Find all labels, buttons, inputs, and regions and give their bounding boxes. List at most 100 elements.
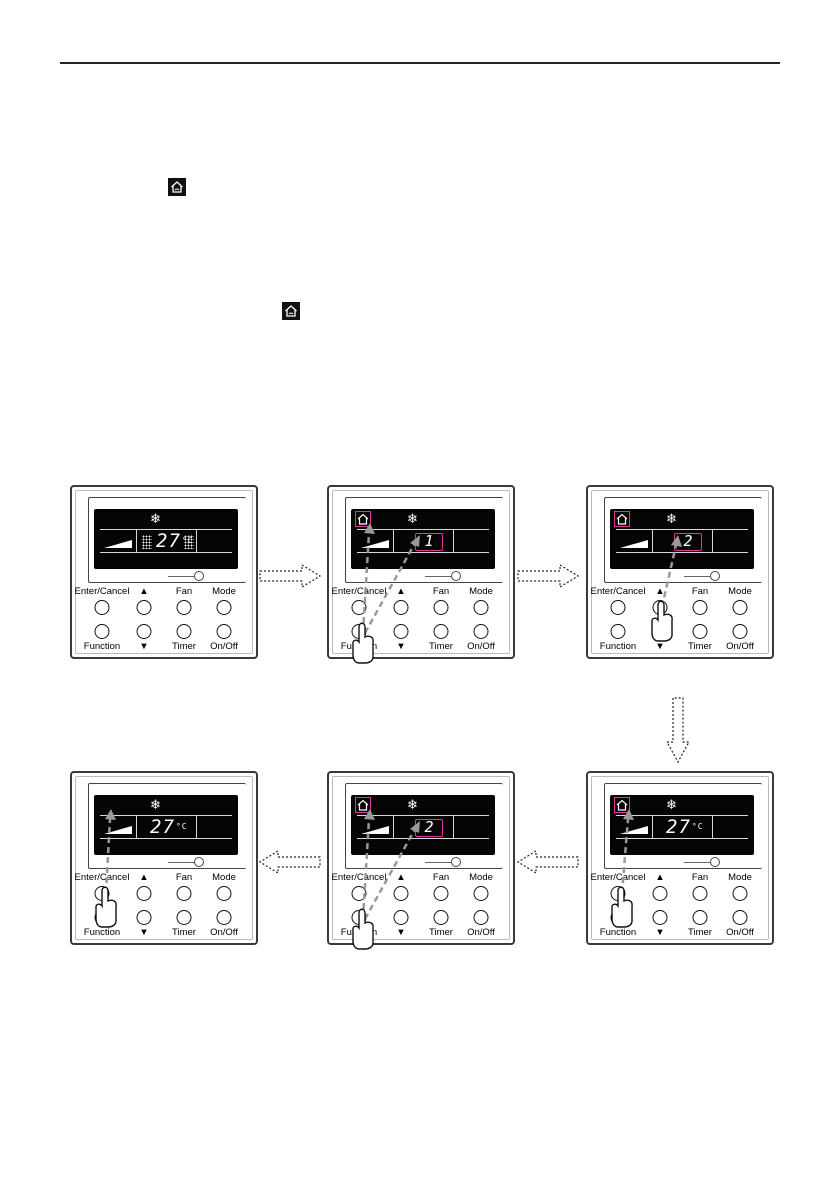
enter-cancel-button[interactable] (94, 600, 110, 615)
controller-panel-2: ❄ 1 Enter/Cancel ▲ Fan Mode Function ▼ T… (327, 485, 515, 664)
fan-speed-bars-icon (620, 826, 648, 834)
on-off-button[interactable] (732, 624, 748, 639)
mode-button[interactable] (732, 886, 748, 901)
fan-button[interactable] (692, 886, 708, 901)
mode-button[interactable] (216, 600, 232, 615)
status-led (451, 571, 461, 581)
enter-cancel-label: Enter/Cancel (590, 586, 646, 597)
up-label: ▲ (139, 872, 149, 883)
flow-arrow-left (516, 849, 579, 875)
enter-cancel-button[interactable] (351, 886, 367, 901)
fan-button[interactable] (692, 600, 708, 615)
enter-cancel-button[interactable] (610, 886, 626, 901)
fan-button[interactable] (433, 600, 449, 615)
down-button[interactable] (652, 624, 668, 639)
function-button[interactable] (351, 624, 367, 639)
lcd-screen: ❄ 2 (351, 795, 495, 855)
on-off-label: On/Off (210, 927, 238, 938)
function-label: Function (83, 927, 121, 938)
up-label: ▲ (396, 586, 406, 597)
down-button[interactable] (136, 910, 152, 925)
status-led (710, 857, 720, 867)
function-label: Function (599, 927, 637, 938)
enter-cancel-button[interactable] (610, 600, 626, 615)
mode-button[interactable] (473, 600, 489, 615)
timer-button[interactable] (692, 624, 708, 639)
function-button[interactable] (94, 910, 110, 925)
enter-cancel-button[interactable] (351, 600, 367, 615)
down-button[interactable] (393, 624, 409, 639)
timer-button[interactable] (433, 910, 449, 925)
status-led (710, 571, 720, 581)
up-button[interactable] (652, 600, 668, 615)
timer-label: Timer (172, 641, 196, 652)
fan-button[interactable] (433, 886, 449, 901)
down-button[interactable] (393, 910, 409, 925)
mode-button[interactable] (473, 886, 489, 901)
on-off-button[interactable] (473, 624, 489, 639)
on-off-button[interactable] (473, 910, 489, 925)
temperature-readout: 27°C (156, 530, 194, 552)
function-button[interactable] (610, 910, 626, 925)
fan-speed-bars-icon (361, 540, 389, 548)
mode-button[interactable] (732, 600, 748, 615)
fan-speed-bars-icon (104, 826, 132, 834)
timer-button[interactable] (176, 910, 192, 925)
on-off-button[interactable] (732, 910, 748, 925)
fan-button[interactable] (176, 600, 192, 615)
up-label: ▲ (655, 586, 665, 597)
function-button[interactable] (610, 624, 626, 639)
snowflake-icon: ❄ (150, 797, 161, 812)
enter-cancel-label: Enter/Cancel (74, 586, 130, 597)
lcd-screen: ❄ 27°C (94, 795, 238, 855)
controller-panel-1: ❄ 27°C Enter/Cancel ▲ Fan Mode Function … (70, 485, 258, 659)
function-button[interactable] (351, 910, 367, 925)
on-off-label: On/Off (210, 641, 238, 652)
fan-button[interactable] (176, 886, 192, 901)
timer-label: Timer (429, 641, 453, 652)
fan-speed-bars-icon (104, 540, 132, 548)
down-label: ▼ (139, 927, 149, 938)
enter-cancel-button[interactable] (94, 886, 110, 901)
mode-label: Mode (469, 586, 493, 597)
fresh-air-house-icon (614, 511, 630, 527)
up-button[interactable] (136, 600, 152, 615)
mode-button[interactable] (216, 886, 232, 901)
header-rule (60, 62, 780, 64)
timer-button[interactable] (433, 624, 449, 639)
enter-cancel-label: Enter/Cancel (331, 586, 387, 597)
lcd-screen: ❄ 1 (351, 509, 495, 569)
flow-arrow-left (258, 849, 321, 875)
flow-arrow-right (517, 563, 580, 589)
down-label: ▼ (139, 641, 149, 652)
on-off-label: On/Off (726, 927, 754, 938)
enter-cancel-label: Enter/Cancel (590, 872, 646, 883)
snowflake-icon: ❄ (407, 511, 418, 526)
up-button[interactable] (393, 600, 409, 615)
timer-button[interactable] (176, 624, 192, 639)
fan-label: Fan (175, 586, 193, 597)
status-led (194, 571, 204, 581)
on-off-label: On/Off (467, 927, 495, 938)
snowflake-icon: ❄ (150, 511, 161, 526)
up-label: ▲ (655, 872, 665, 883)
status-led (194, 857, 204, 867)
timer-button[interactable] (692, 910, 708, 925)
up-button[interactable] (393, 886, 409, 901)
function-label: Function (340, 641, 378, 652)
enter-cancel-label: Enter/Cancel (74, 872, 130, 883)
snowflake-icon: ❄ (666, 511, 677, 526)
down-button[interactable] (652, 910, 668, 925)
timer-label: Timer (429, 927, 453, 938)
enter-cancel-label: Enter/Cancel (331, 872, 387, 883)
mode-label: Mode (212, 872, 236, 883)
fan-speed-bars-icon (620, 540, 648, 548)
function-label: Function (83, 641, 121, 652)
on-off-button[interactable] (216, 624, 232, 639)
function-button[interactable] (94, 624, 110, 639)
up-button[interactable] (652, 886, 668, 901)
down-button[interactable] (136, 624, 152, 639)
lcd-screen: ❄ 27°C (94, 509, 238, 569)
on-off-button[interactable] (216, 910, 232, 925)
up-button[interactable] (136, 886, 152, 901)
